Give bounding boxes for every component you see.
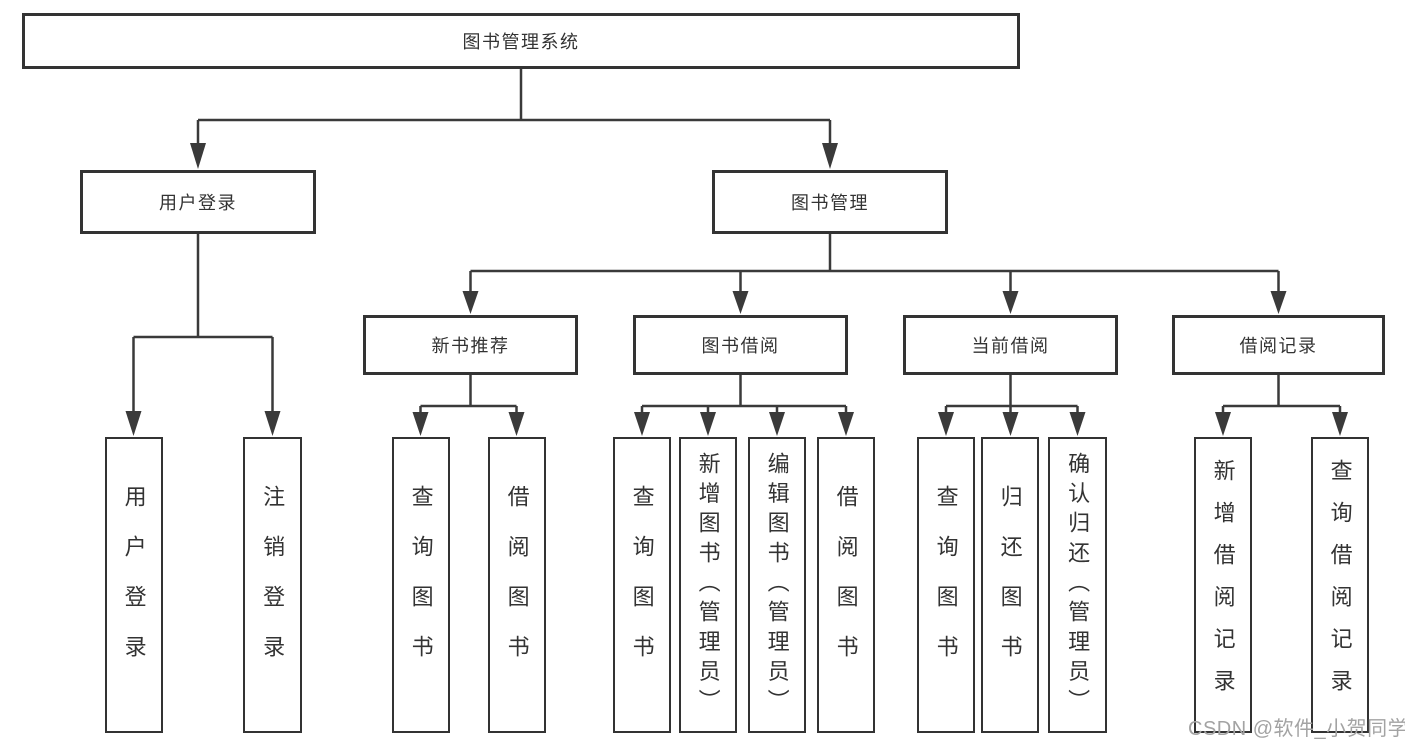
node-label: 借阅记录 — [1239, 336, 1318, 356]
leaf-borrow-books-1: 借阅图书 — [488, 437, 546, 733]
node-label: 查询借阅记录 — [1327, 459, 1353, 711]
node-label: 新书推荐 — [431, 336, 510, 356]
node-book-management: 图书管理 — [712, 170, 948, 234]
node-borrowing-records: 借阅记录 — [1172, 315, 1385, 375]
node-label: 图书管理 — [791, 193, 869, 213]
node-label: 查询图书 — [933, 485, 959, 685]
leaf-add-borrow-record: 新增借阅记录 — [1194, 437, 1252, 733]
arrowheads — [125, 143, 1348, 436]
node-label: 归还图书 — [997, 485, 1023, 685]
leaf-user-login: 用户登录 — [105, 437, 163, 733]
node-new-book-recommendation: 新书推荐 — [363, 315, 578, 375]
leaf-query-books-1: 查询图书 — [392, 437, 450, 733]
leaf-confirm-return-admin: 确认归还（管理员） — [1048, 437, 1107, 733]
node-label: 用户登录 — [121, 485, 147, 685]
node-book-borrowing: 图书借阅 — [633, 315, 848, 375]
node-label: 确认归还（管理员） — [1065, 451, 1091, 719]
leaf-query-books-3: 查询图书 — [917, 437, 975, 733]
leaf-query-borrow-record: 查询借阅记录 — [1311, 437, 1369, 733]
leaf-return-books: 归还图书 — [981, 437, 1039, 733]
node-user-login: 用户登录 — [80, 170, 316, 234]
node-label: 借阅图书 — [833, 485, 859, 685]
node-label: 用户登录 — [159, 193, 237, 213]
leaf-query-books-2: 查询图书 — [613, 437, 671, 733]
node-label: 查询图书 — [629, 485, 655, 685]
node-label: 新增图书（管理员） — [695, 451, 721, 719]
node-current-borrowing: 当前借阅 — [903, 315, 1118, 375]
node-label: 查询图书 — [408, 485, 434, 685]
node-label: 新增借阅记录 — [1210, 459, 1236, 711]
watermark: CSDN @软件_小贺同学 — [1188, 718, 1405, 740]
node-label: 图书管理系统 — [462, 32, 580, 52]
node-label: 借阅图书 — [504, 485, 530, 685]
leaf-add-book-admin: 新增图书（管理员） — [679, 437, 737, 733]
connector-path — [132, 69, 1342, 415]
leaf-logout: 注销登录 — [243, 437, 302, 733]
leaf-edit-book-admin: 编辑图书（管理员） — [748, 437, 806, 733]
node-label: 注销登录 — [260, 485, 286, 685]
node-label: 编辑图书（管理员） — [764, 451, 790, 719]
node-library-management-system: 图书管理系统 — [22, 13, 1020, 69]
node-label: 图书借阅 — [701, 336, 780, 356]
node-label: 当前借阅 — [971, 336, 1050, 356]
leaf-borrow-books-2: 借阅图书 — [817, 437, 875, 733]
